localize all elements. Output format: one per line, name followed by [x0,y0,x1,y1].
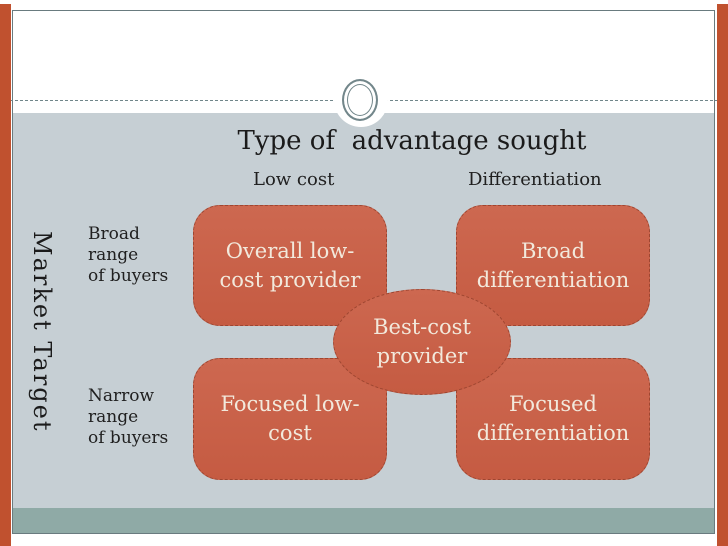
vertical-axis-label: Market Target [28,231,56,433]
strategy-box-label: Focused low- cost [220,392,360,445]
row-label-broad-range: Broad range of buyers [88,224,169,286]
column-label-differentiation: Differentiation [468,169,602,190]
slide-frame [12,10,715,534]
strategy-box-label: Focused differentiation [476,392,630,445]
left-accent-bar [0,4,11,546]
slide-title: Type of advantage sought [237,126,587,156]
circle-ornament-icon [342,79,378,121]
strategy-box-focused-low-cost: Focused low- cost [193,358,387,480]
footer-strip [13,508,714,533]
right-accent-bar [717,4,728,546]
row-label-narrow-range: Narrow range of buyers [88,386,169,448]
strategy-box-overall-low-cost: Overall low- cost provider [193,205,387,326]
strategy-box-focused-differentiation: Focused differentiation [456,358,650,480]
strategy-ellipse-best-cost: Best-cost provider [333,289,511,395]
strategy-box-label: Broad differentiation [476,238,630,292]
strategy-box-label: Overall low- cost provider [219,238,361,292]
strategy-ellipse-label: Best-cost provider [373,315,471,368]
column-label-low-cost: Low cost [253,169,335,190]
